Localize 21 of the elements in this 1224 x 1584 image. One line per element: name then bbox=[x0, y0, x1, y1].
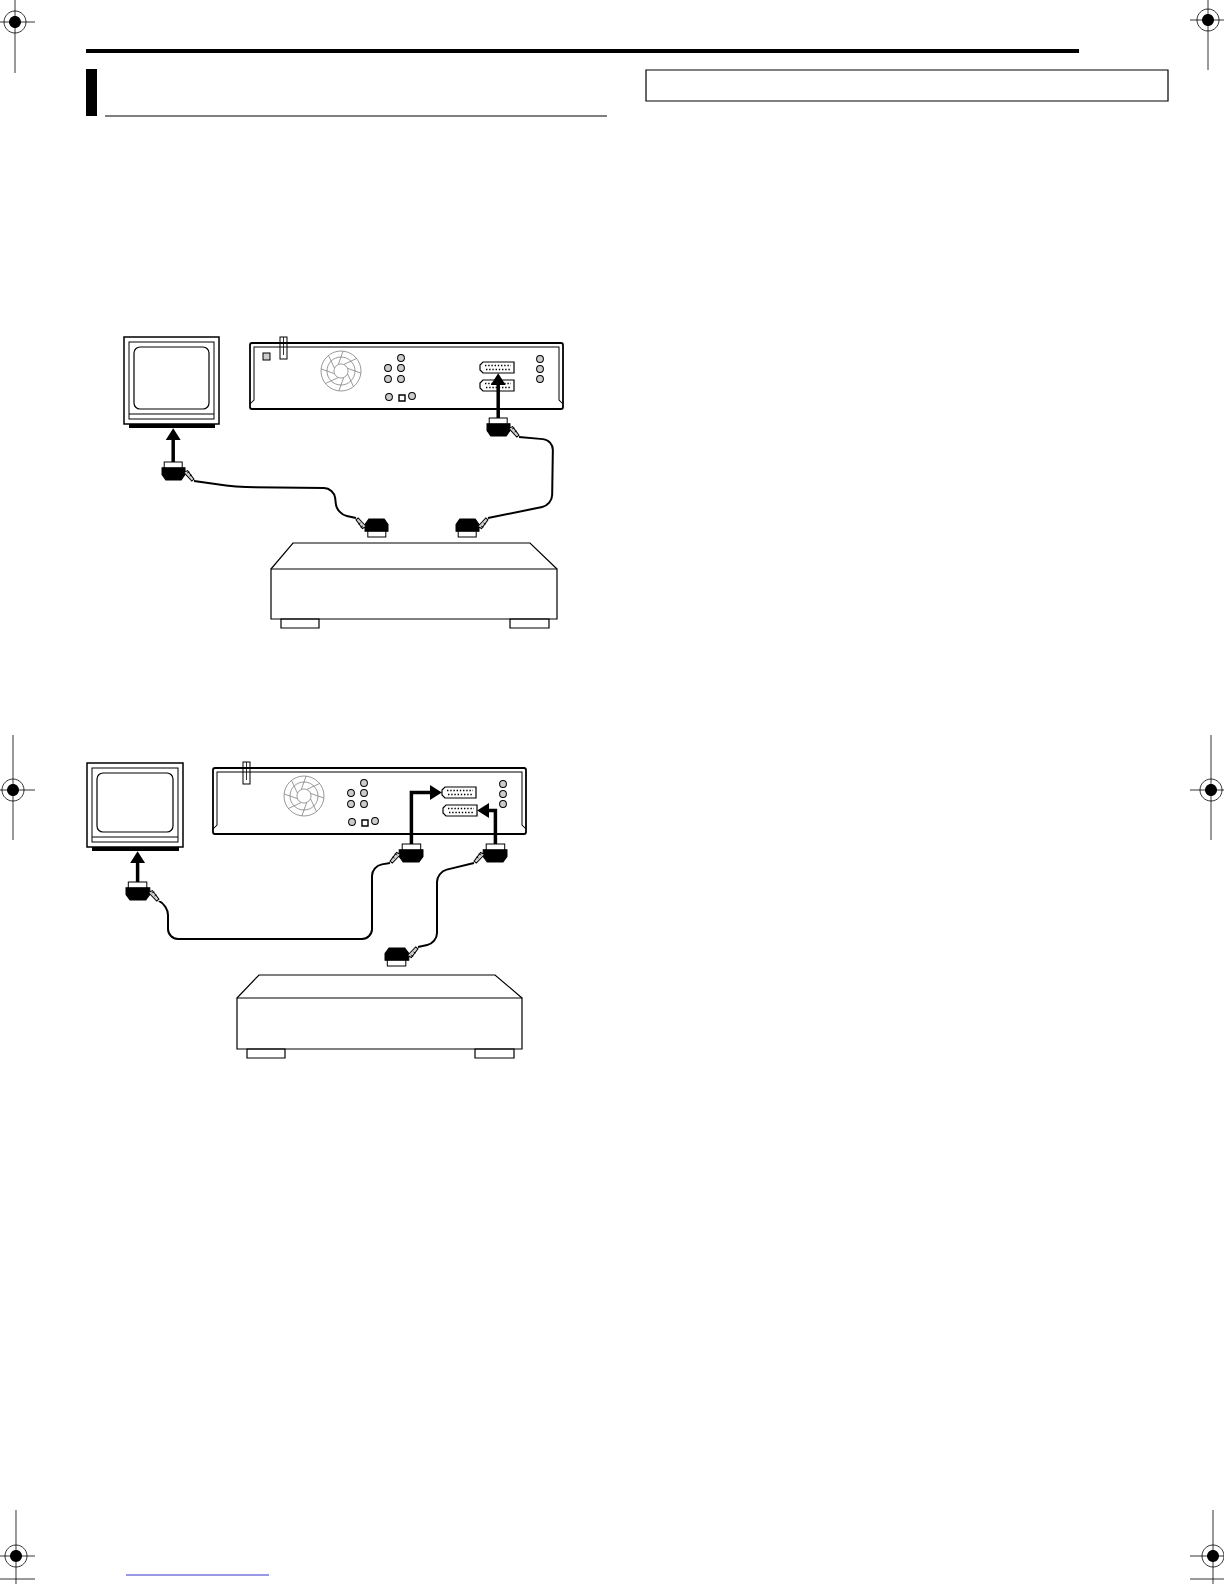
scart-plug bbox=[355, 517, 389, 538]
cable bbox=[193, 480, 357, 519]
device-box bbox=[236, 974, 523, 1059]
scart-socket bbox=[442, 804, 478, 817]
scart-plug bbox=[455, 517, 489, 538]
cable bbox=[487, 436, 554, 519]
scart-socket bbox=[479, 361, 515, 374]
scart-plug bbox=[473, 843, 508, 864]
cable bbox=[157, 862, 391, 940]
television bbox=[86, 762, 184, 851]
scart-plug bbox=[389, 843, 424, 864]
scart-plug bbox=[384, 946, 419, 967]
cable bbox=[417, 862, 475, 948]
rear-panel-drawing bbox=[249, 336, 564, 410]
scart-socket bbox=[441, 786, 477, 799]
scart-plug bbox=[161, 461, 195, 482]
scart-plug bbox=[125, 881, 160, 902]
rear-panel-drawing bbox=[212, 761, 527, 835]
television bbox=[123, 336, 220, 428]
scart-plug bbox=[486, 417, 520, 438]
device-box bbox=[270, 542, 558, 629]
